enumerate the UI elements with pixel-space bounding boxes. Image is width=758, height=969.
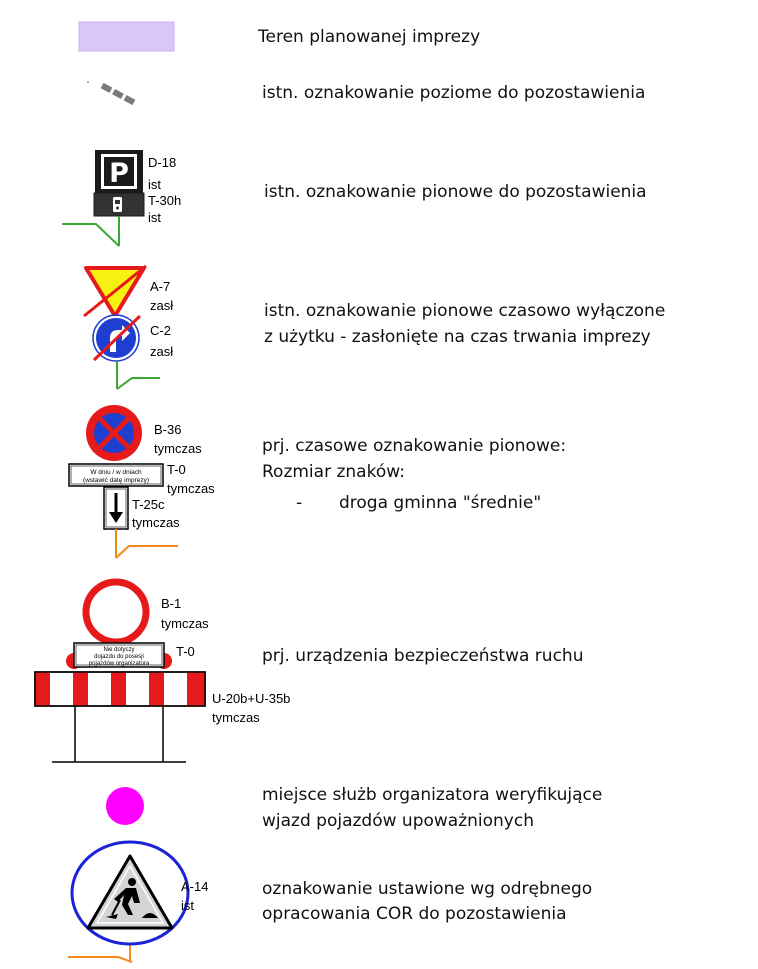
t0-plate	[73, 642, 165, 668]
code-c2: C-2	[150, 323, 171, 338]
warning-lamp-icon	[156, 653, 172, 669]
code-u20b-status: tymczas	[212, 710, 260, 725]
a14-sign	[86, 854, 174, 930]
organizer-point-description-2: wjazd pojazdów upoważnionych	[262, 811, 534, 831]
code-t30h-status: ist	[148, 210, 161, 225]
code-b36: B-36	[154, 422, 182, 437]
code-a7-status: zasł	[150, 298, 174, 313]
code-u20b-u35b: U-20b+U-35b	[212, 691, 291, 706]
temporary-vertical-description-2: Rozmiar znaków:	[262, 462, 405, 482]
temporary-vertical-bullet: -	[296, 493, 303, 513]
arrow-down-icon	[109, 512, 123, 523]
road-works-icon	[106, 878, 158, 919]
code-a7: A-7	[150, 279, 171, 294]
pole-base-line	[115, 545, 178, 559]
code-a14-status: ist	[181, 898, 194, 913]
cor-marking-description-2: opracowania COR do pozostawienia	[262, 904, 567, 924]
code-b36-status: tymczas	[154, 441, 202, 456]
t0-plate-line-1: Nie dotyczy	[103, 647, 134, 653]
code-t25c: T-25c	[132, 497, 165, 512]
code-t30h: T-30h	[148, 193, 182, 208]
warning-lamp-icon	[66, 653, 82, 669]
t0-plate-line-1: W dniu / w dniach	[90, 469, 142, 476]
safety-devices-description: prj. urządzenia bezpieczeństwa ruchu	[262, 646, 584, 666]
vertical-disabled-description-1: istn. oznakowanie pionowe czasowo wyłącz…	[264, 301, 666, 321]
organizer-point-description-1: miejsce służb organizatora weryfikujące	[262, 785, 603, 805]
t0-plate-line-3: pojazdów organizatora	[89, 661, 150, 667]
code-d18: D-18	[148, 155, 177, 170]
temporary-vertical-description-1: prj. czasowe oznakowanie pionowe:	[262, 436, 567, 456]
vertical-existing-description: istn. oznakowanie pionowe do pozostawien…	[264, 182, 647, 202]
code-t25c-status: tymczas	[132, 515, 180, 530]
event-area-description: Teren planowanej imprezy	[258, 27, 481, 47]
pole-base-line	[116, 377, 160, 390]
turn-right-arrow-icon	[110, 325, 130, 352]
t25c-plate	[103, 486, 129, 530]
a7-sign	[84, 266, 146, 318]
code-d18-status: ist	[148, 177, 161, 192]
pole-base-line	[68, 956, 133, 963]
c2-sign	[94, 316, 138, 360]
pole-base-line	[62, 223, 120, 247]
cor-marking-description-1: oznakowanie ustawione wg odrębnego	[262, 879, 593, 899]
u20b-barrier	[34, 671, 206, 763]
vertical-disabled-description-2: z użytku - zasłonięte na czas trwania im…	[264, 327, 651, 347]
t0-plate-line-2: dojazdu do posesji	[94, 654, 144, 660]
temporary-vertical-description-3: droga gminna "średnie"	[339, 493, 542, 513]
t0-plate-line-2: (wstawić datę imprezy)	[83, 477, 149, 484]
d18-sign	[95, 150, 143, 193]
code-a14: A-14	[181, 879, 209, 894]
horizontal-marking-description: istn. oznakowanie poziome do pozostawien…	[262, 83, 646, 103]
code-t0-status: tymczas	[167, 481, 215, 496]
organizer-point-dot	[106, 787, 144, 825]
code-c2-status: zasł	[150, 344, 174, 359]
code-b1-status: tymczas	[161, 616, 209, 631]
parking-p-icon: P	[109, 158, 129, 189]
event-area-swatch	[78, 21, 175, 52]
code-b1: B-1	[161, 596, 182, 611]
code-t0: T-0	[167, 462, 186, 477]
code-t0: T-0	[176, 644, 195, 659]
b1-sign	[82, 578, 150, 646]
cor-highlight-ring	[70, 840, 190, 946]
t30h-plate	[93, 192, 145, 217]
b36-sign	[86, 405, 142, 461]
t0-plate	[68, 463, 164, 487]
